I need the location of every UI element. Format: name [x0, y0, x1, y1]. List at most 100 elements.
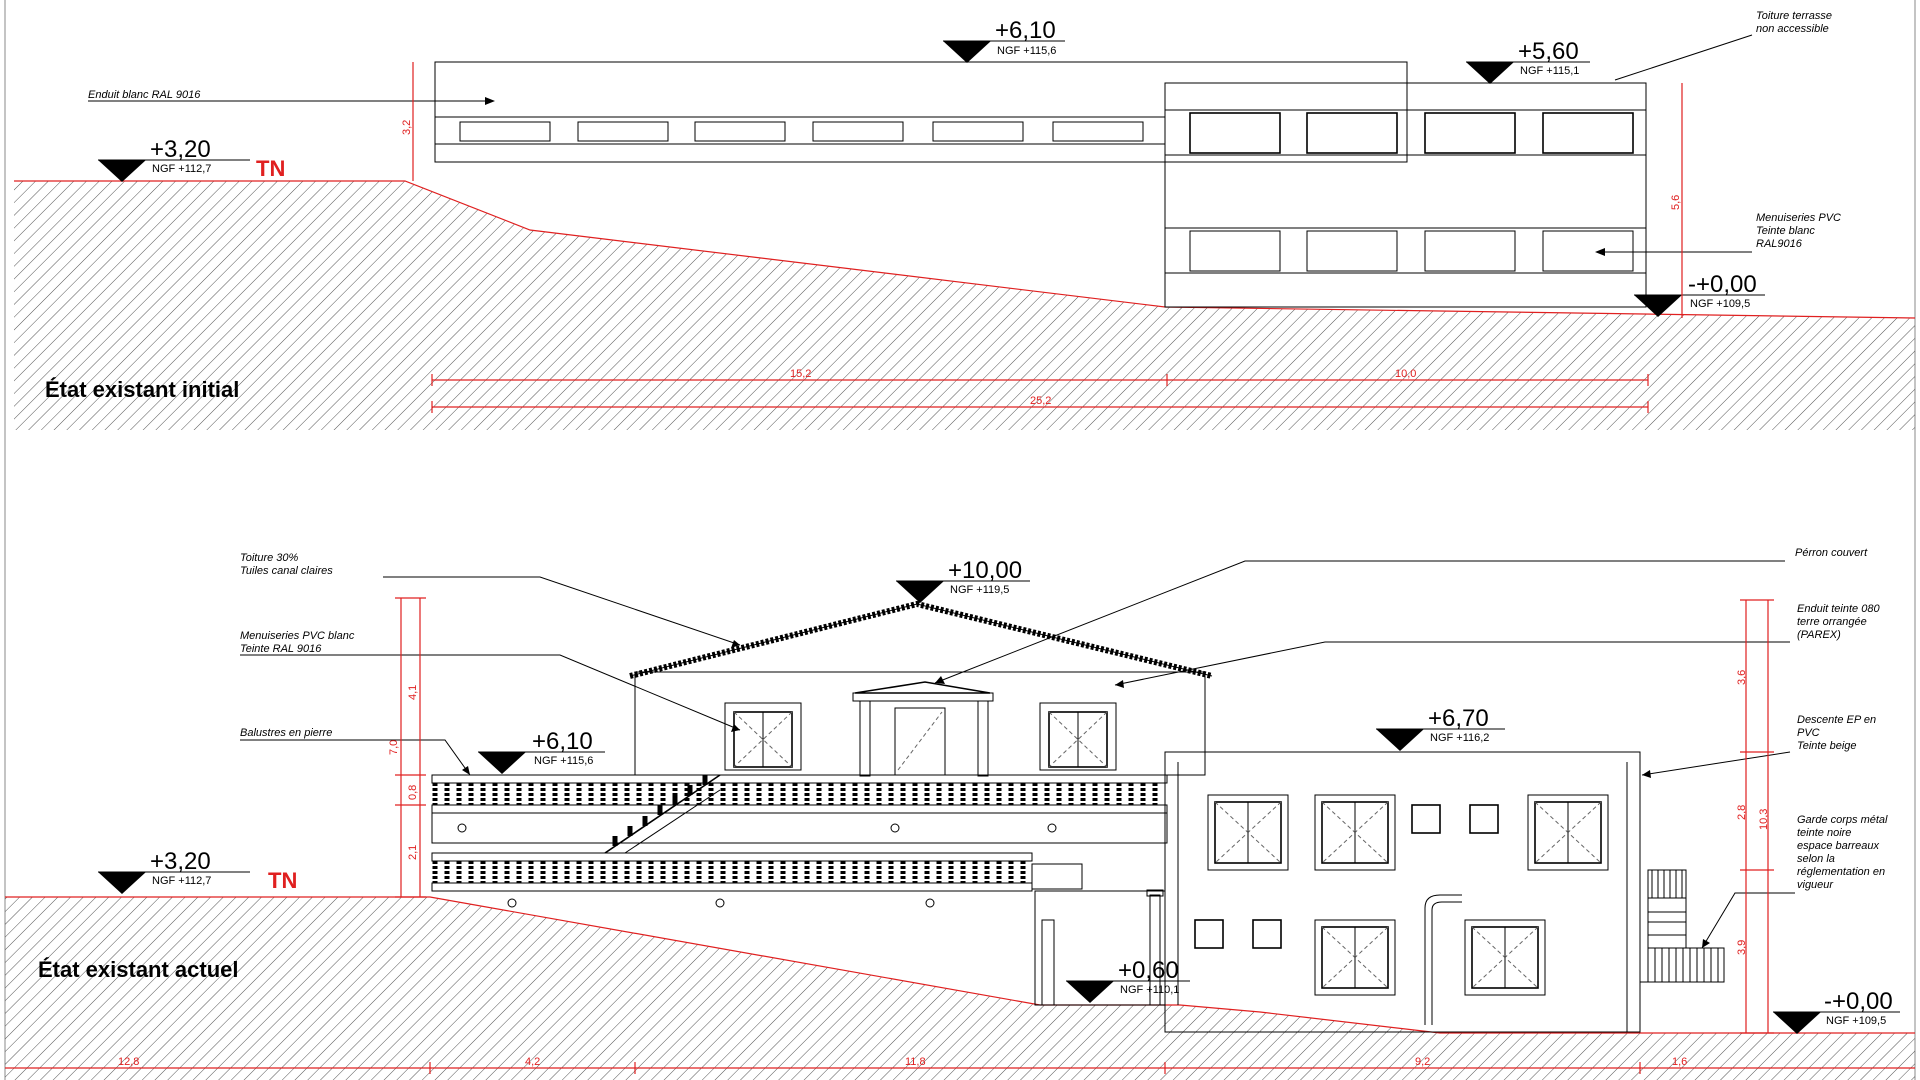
level-ngf: NGF +119,5: [950, 584, 1009, 596]
level-ngf: NGF +115,1: [1520, 65, 1579, 77]
note-text: Enduit teinte 080: [1797, 603, 1880, 615]
level-marker-ground-actuel: -+0,00 NGF +109,5: [1773, 988, 1900, 1034]
dim-label: 3,6: [1736, 670, 1748, 685]
level-value: -+0,00: [1824, 988, 1893, 1015]
note-garde-corps-actuel: Garde corps métal teinte noire espace ba…: [1701, 814, 1888, 949]
level-ngf: NGF +112,7: [152, 163, 211, 175]
note-text: selon la: [1797, 853, 1835, 865]
section-actuel: +3,20 NGF +112,7 TN +10,00 NGF +119,5 +6…: [5, 547, 1915, 1080]
balustrade-lower: [431, 852, 1166, 1006]
dim-label: 11,8: [905, 1056, 926, 1068]
tn-label: TN: [256, 156, 285, 181]
terrain-hatch: [14, 181, 1915, 430]
section-initial: +3,20 NGF +112,7 TN +6,10 NGF +115,6 +5,…: [14, 10, 1916, 430]
dim-label: 3,9: [1736, 940, 1748, 955]
level-marker-tn-actuel: +3,20 NGF +112,7 TN: [98, 848, 297, 894]
note-text: RAL9016: [1756, 238, 1803, 250]
level-ngf: NGF +109,5: [1690, 298, 1750, 310]
note-text: Toiture terrasse: [1756, 10, 1832, 22]
note-perron-actuel: Pérron couvert: [934, 547, 1868, 684]
level-marker-mid-actuel: +0,60 NGF +110,1: [1066, 957, 1190, 1003]
level-ngf: NGF +115,6: [534, 755, 593, 767]
balustrade-upper: [431, 774, 1168, 854]
level-ngf: NGF +110,1: [1120, 984, 1179, 996]
note-text: Teinte blanc: [1756, 225, 1815, 237]
level-value: +10,00: [948, 557, 1022, 584]
note-menuiseries-actuel: Menuiseries PVC blanc Teinte RAL 9016: [240, 630, 741, 732]
level-value: +3,20: [150, 136, 211, 163]
dimension-heights-left-actuel: 4,1 7,0 0,8 2,1: [388, 597, 426, 898]
dim-label: 15,2: [790, 368, 811, 380]
note-toiture-initial: Toiture terrasse non accessible: [1614, 10, 1832, 81]
note-text: Balustres en pierre: [240, 727, 332, 739]
note-text: Menuiseries PVC blanc: [240, 630, 355, 642]
level-value: +6,70: [1428, 705, 1489, 732]
dimension-height-right-initial: 5,6: [1670, 83, 1683, 318]
dim-label: 1,6: [1672, 1056, 1687, 1068]
level-ngf: NGF +109,5: [1826, 1015, 1886, 1027]
note-text: Toiture 30%: [240, 552, 299, 564]
note-menuiseries-initial: Menuiseries PVC Teinte blanc RAL9016: [1595, 212, 1841, 256]
dimension-width-initial: 15,2 10,0 25,2: [431, 368, 1649, 413]
terrain-line: [14, 180, 1916, 319]
dimension-height-left-initial: 3,2: [401, 62, 414, 181]
note-text: vigueur: [1797, 879, 1834, 891]
level-marker-right-roof-actuel: +6,70 NGF +116,2: [1376, 705, 1505, 751]
window: [1207, 794, 1289, 871]
level-marker-tn-initial: +3,20 NGF +112,7 TN: [98, 136, 285, 182]
building-left-initial: [434, 61, 1408, 163]
level-marker-roof-left-initial: +6,10 NGF +115,6: [943, 17, 1065, 63]
note-text: terre orrangée: [1797, 616, 1867, 628]
villa-right: [1146, 751, 1641, 1033]
level-value: -+0,00: [1688, 271, 1757, 298]
dim-label: 5,6: [1670, 195, 1682, 210]
level-ngf: NGF +116,2: [1430, 732, 1489, 744]
level-ngf: NGF +115,6: [997, 45, 1056, 57]
note-toiture-actuel: Toiture 30% Tuiles canal claires: [240, 552, 741, 648]
note-text: Descente EP en: [1797, 714, 1876, 726]
dim-label: 2,1: [407, 845, 419, 860]
level-marker-roof-actuel: +10,00 NGF +119,5: [896, 557, 1030, 603]
terrain-line: [5, 896, 1915, 1034]
note-descente-actuel: Descente EP en PVC Teinte beige: [1641, 714, 1876, 778]
note-text: Pérron couvert: [1795, 547, 1868, 559]
dim-label: 0,8: [407, 785, 419, 800]
note-text: Tuiles canal claires: [240, 565, 333, 577]
dim-label: 7,0: [388, 740, 400, 755]
dimension-heights-right-actuel: 3,6 2,8 10,3 3,9: [1736, 599, 1774, 1034]
building-right-initial: [1164, 82, 1647, 308]
window: [1464, 919, 1546, 996]
dim-label: 2,8: [1736, 805, 1748, 820]
note-text: Menuiseries PVC: [1756, 212, 1841, 224]
note-balustres-actuel: Balustres en pierre: [240, 727, 471, 776]
note-text: non accessible: [1756, 23, 1829, 35]
dim-label: 10,3: [1758, 809, 1770, 830]
level-marker-roof-right-initial: +5,60 NGF +115,1: [1466, 38, 1590, 84]
railing-right: [1640, 869, 1725, 983]
dim-label: 25,2: [1030, 395, 1051, 407]
level-value: +0,60: [1118, 957, 1179, 984]
level-value: +6,10: [995, 17, 1056, 44]
note-text: espace barreaux: [1797, 840, 1879, 852]
level-value: +5,60: [1518, 38, 1579, 65]
window: [1314, 794, 1396, 871]
window: [1314, 919, 1396, 996]
level-marker-ground-initial: -+0,00 NGF +109,5: [1634, 271, 1765, 317]
dim-label: 4,1: [407, 685, 419, 700]
level-ngf: NGF +112,7: [152, 875, 211, 887]
section-title: État existant initial: [45, 377, 239, 402]
note-text: (PAREX): [1797, 629, 1841, 641]
note-text: Garde corps métal: [1797, 814, 1888, 826]
note-text: PVC: [1797, 727, 1820, 739]
dimension-widths-actuel: 12,8 4,2 11,8 9,2 1,6: [5, 1056, 1915, 1074]
note-text: Teinte beige: [1797, 740, 1857, 752]
dim-label: 12,8: [118, 1056, 139, 1068]
tn-label: TN: [268, 868, 297, 893]
level-value: +3,20: [150, 848, 211, 875]
dim-label: 10,0: [1395, 368, 1416, 380]
window: [1527, 794, 1609, 871]
note-text: teinte noire: [1797, 827, 1851, 839]
section-title: État existant actuel: [38, 957, 239, 982]
note-text: réglementation en: [1797, 866, 1885, 878]
